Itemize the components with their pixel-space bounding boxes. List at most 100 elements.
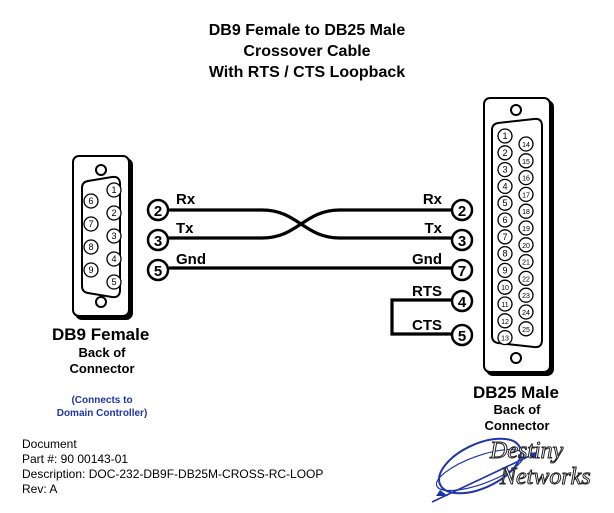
svg-text:21: 21 (522, 260, 530, 267)
svg-text:24: 24 (522, 310, 530, 317)
svg-text:2: 2 (111, 208, 116, 218)
wire-rts-cts-loopback (390, 298, 454, 336)
db9-sublabel-line-2: Connector (69, 361, 135, 376)
right-pin-gnd-callout: 7 (450, 258, 474, 282)
db25-pin-3: 3 (497, 161, 513, 178)
db9-pin-5: 5 (106, 274, 122, 290)
db25-sublabel-line-2: Connector (484, 418, 550, 433)
db9-note-line-1: (Connects to (71, 395, 133, 406)
svg-text:5: 5 (154, 263, 162, 280)
db25-connector: 1234567891011121314151617181920212223242… (483, 97, 551, 373)
svg-text:22: 22 (522, 276, 530, 283)
left-signal-gnd: Gnd (176, 251, 206, 268)
db25-pin-5: 5 (497, 195, 513, 211)
svg-text:3: 3 (502, 165, 507, 175)
right-signal-cts: CTS (412, 317, 442, 334)
svg-text:3: 3 (458, 233, 466, 250)
db25-pin-16: 16 (518, 169, 534, 186)
svg-text:2: 2 (458, 203, 466, 220)
db25-pin-14: 14 (518, 136, 534, 152)
db25-pin-7: 7 (497, 229, 513, 245)
db25-pin-21: 21 (518, 253, 534, 270)
svg-text:15: 15 (522, 159, 530, 166)
db25-pin-8: 8 (497, 245, 513, 262)
svg-text:17: 17 (522, 192, 530, 199)
db9-pin-9: 9 (83, 262, 99, 278)
logo-word-destiny: Destiny (489, 438, 564, 465)
db25-pin-13: 13 (497, 329, 513, 346)
svg-text:4: 4 (458, 294, 467, 311)
svg-text:16: 16 (522, 176, 530, 183)
db9-note-line-2: Domain Controller) (56, 408, 148, 419)
svg-text:8: 8 (88, 242, 93, 252)
left-pin-gnd-callout: 5 (146, 258, 170, 282)
db25-pin-24: 24 (518, 304, 534, 320)
logo-swoosh-icon (431, 437, 539, 503)
db9-connector: 1 2 3 4 5 6 7 8 9 (72, 155, 130, 317)
db25-pin-2: 2 (497, 145, 513, 161)
svg-text:6: 6 (502, 215, 507, 225)
svg-text:18: 18 (522, 209, 530, 216)
db9-pin-2: 2 (106, 205, 122, 221)
svg-text:3: 3 (154, 233, 162, 250)
signal-labels: Rx Tx Gnd Rx Tx Gnd RTS CTS (176, 191, 443, 334)
db25-pin-15: 15 (518, 153, 534, 169)
left-pin-tx-callout: 3 (146, 228, 170, 252)
db25-pin-25: 25 (518, 321, 534, 337)
db25-pin-18: 18 (518, 203, 534, 219)
document-heading: Document (22, 437, 77, 451)
svg-text:4: 4 (111, 254, 116, 264)
svg-text:1: 1 (111, 185, 116, 195)
db9-sublabel: Back of Connector (62, 345, 142, 377)
svg-text:3: 3 (111, 231, 116, 241)
title-line-1: DB9 Female to DB25 Male (208, 22, 406, 39)
pin-callouts: 2 3 5 2 3 7 4 5 (146, 198, 474, 347)
left-signal-tx: Tx (176, 220, 194, 237)
right-pin-rts-callout: 4 (450, 289, 474, 313)
right-signal-gnd: Gnd (412, 251, 442, 268)
document-part-number: Part #: 90 00143-01 (22, 452, 129, 466)
svg-text:23: 23 (522, 293, 530, 300)
document-description: Description: DOC-232-DB9F-DB25M-CROSS-RC… (22, 467, 324, 481)
wire-rx-left-to-tx-right (168, 208, 454, 240)
db25-pin-9: 9 (497, 262, 513, 279)
db9-pin-7: 7 (83, 216, 99, 232)
svg-text:4: 4 (502, 181, 507, 191)
svg-text:6: 6 (88, 196, 93, 206)
db25-pin-10: 10 (497, 279, 513, 295)
db25-pin-1: 1 (497, 128, 513, 144)
db25-sublabel-line-1: Back of (493, 402, 541, 417)
db9-pin-8: 8 (83, 239, 99, 255)
db25-pin-23: 23 (518, 287, 534, 303)
document-info: Document Part #: 90 00143-01 Description… (22, 437, 323, 497)
svg-text:8: 8 (502, 249, 507, 259)
db9-label: DB9 Female (52, 325, 150, 344)
svg-text:25: 25 (522, 327, 530, 334)
title-line-2: Crossover Cable (243, 43, 371, 60)
right-pin-tx-callout: 3 (450, 228, 474, 252)
svg-text:5: 5 (111, 277, 116, 287)
svg-text:9: 9 (502, 265, 507, 275)
db25-pin-22: 22 (518, 270, 534, 287)
right-pin-rx-callout: 2 (450, 198, 474, 222)
diagram-title: DB9 Female to DB25 Male Crossover Cable … (0, 20, 614, 83)
db25-pin-12: 12 (497, 313, 513, 329)
db9-pin-3: 3 (106, 228, 122, 244)
svg-text:14: 14 (522, 142, 530, 149)
db25-pin-4: 4 (497, 178, 513, 195)
left-signal-rx: Rx (176, 191, 196, 208)
right-pin-cts-callout: 5 (450, 323, 474, 347)
svg-text:2: 2 (154, 203, 162, 220)
svg-text:7: 7 (88, 219, 93, 229)
destiny-networks-logo: Destiny Networks (428, 430, 604, 508)
db25-pin-20: 20 (518, 237, 534, 253)
db25-pin-17: 17 (518, 186, 534, 203)
right-signal-rx: Rx (423, 191, 443, 208)
svg-text:7: 7 (502, 232, 507, 242)
db9-pin-4: 4 (106, 251, 122, 267)
svg-text:12: 12 (501, 319, 509, 326)
svg-text:9: 9 (88, 265, 93, 275)
db25-label: DB25 Male (473, 383, 559, 402)
svg-text:10: 10 (501, 285, 509, 292)
